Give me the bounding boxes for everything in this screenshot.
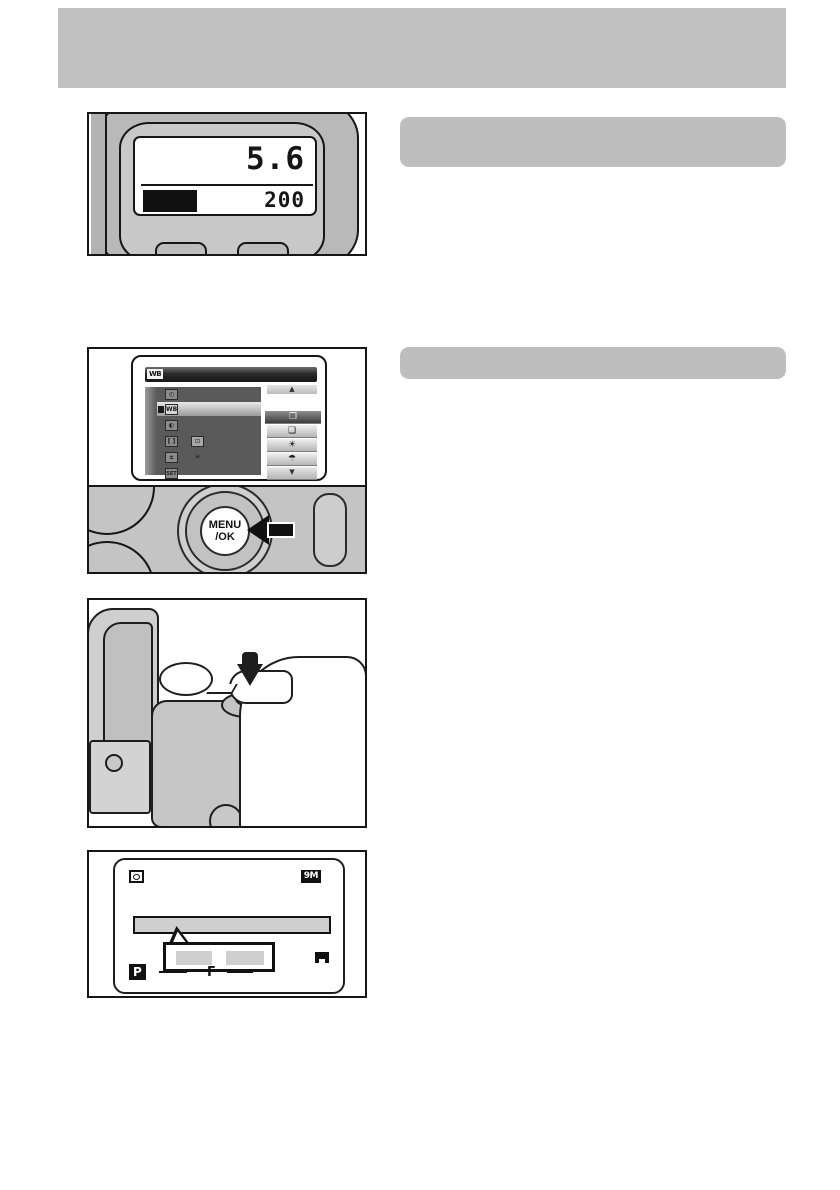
scroll-up-icon[interactable]: ▲ [267, 385, 317, 394]
camera-thumb-grip [313, 493, 347, 567]
setup-icon: SET [165, 468, 178, 479]
spot-metering-icon [129, 870, 144, 883]
custom-wb-icon: ❐ [288, 412, 298, 422]
callout-bubble [159, 662, 213, 696]
camera-left-side-plate [89, 740, 151, 814]
exposure-icon: ◐ [165, 420, 178, 431]
menu-item-af-frame[interactable]: [ ] ⊡ [157, 434, 261, 448]
af-frame-sub-icon: ⊡ [191, 436, 204, 447]
callout-text-b [226, 951, 264, 965]
auto-wb-icon: ❑ [287, 426, 297, 436]
figure-rear-lcd-screen: 9M P F [87, 850, 367, 998]
arrow-head [247, 515, 269, 545]
wb-option-daylight[interactable]: ☀ [267, 439, 317, 452]
menu-item-self-timer[interactable]: ◴ [157, 387, 261, 401]
flash-comp-icon: ± [165, 452, 178, 463]
aperture-value-dashes [227, 971, 253, 973]
lcd-shutter-value: 200 [264, 188, 305, 212]
menu-item-setup[interactable]: SET [157, 466, 261, 480]
flash-comp-sub-icon: ≡ [194, 453, 201, 460]
exposure-mode-badge: P [129, 964, 146, 980]
self-timer-icon: ◴ [165, 389, 178, 400]
lcd-indicator-bar [143, 190, 197, 212]
figure-camera-top-photo [87, 598, 367, 828]
wb-title-badge: WB [147, 369, 164, 379]
menu-ok-label-line2: /OK [215, 531, 235, 543]
arrow-head [237, 664, 263, 686]
paragraph-placeholder-1 [400, 117, 786, 167]
camera-viewfinder-prism-inner [103, 622, 153, 762]
daylight-wb-icon: ☀ [287, 440, 297, 450]
menu-screen-frame: WB ◴ WB ◐ [ ] ⊡ ± [131, 355, 327, 481]
arrow-tail [267, 522, 295, 538]
camera-top-button-right [237, 242, 289, 254]
menu-item-white-balance[interactable]: WB [157, 402, 261, 416]
shutter-value-dashes [159, 971, 187, 973]
shade-wb-icon: ☂ [287, 454, 297, 464]
scroll-down-icon[interactable]: ▼ [267, 468, 317, 477]
callout-text-a [176, 951, 212, 965]
lcd-callout-box [163, 942, 275, 972]
lcd-info-bar [133, 916, 331, 934]
menu-right-column: ▲ ❐ ❑ ☀ ☂ ☲ ▼ [265, 385, 321, 480]
lcd-aperture-value: 5.6 [246, 141, 305, 177]
menu-title-bar: WB [145, 367, 317, 382]
metering-dot [133, 873, 140, 880]
af-frame-icon: [ ] [165, 436, 178, 447]
status-lcd-screen: 5.6 200 [133, 136, 317, 216]
menu-left-column: ◴ WB ◐ [ ] ⊡ ± ≡ SET [157, 387, 261, 479]
figure-menu-ok-button: T W MENU /OK [87, 487, 367, 574]
memory-card-icon [315, 952, 329, 963]
lcd-divider-line [141, 184, 313, 186]
menu-ok-label-line1: MENU [208, 519, 242, 531]
menu-left-shade [145, 387, 159, 475]
white-balance-icon: WB [165, 404, 178, 415]
menu-ok-button[interactable]: MENU /OK [200, 506, 250, 556]
wb-option-auto[interactable]: ❑ [267, 425, 317, 438]
wb-option-custom[interactable]: ❐ [265, 411, 321, 424]
page-header-banner [58, 8, 786, 88]
menu-item-flash-compensation[interactable]: ± ≡ [157, 450, 261, 464]
paragraph-placeholder-2 [400, 347, 786, 379]
aperture-label: F [207, 965, 216, 980]
wb-option-shade[interactable]: ☂ [267, 453, 317, 466]
figure-wb-menu-screen: WB ◴ WB ◐ [ ] ⊡ ± [87, 347, 367, 487]
menu-selection-marker [158, 406, 164, 413]
rear-lcd-frame: 9M P F [113, 858, 345, 994]
menu-item-exposure[interactable]: ◐ [157, 418, 261, 432]
memory-card-notch [319, 959, 325, 963]
camera-left-edge [91, 114, 107, 254]
figure-top-status-lcd: 5.6 200 [87, 112, 367, 256]
image-size-badge: 9M [300, 870, 321, 883]
camera-top-button-left [155, 242, 207, 254]
camera-left-port [105, 754, 123, 772]
down-pointing-arrow-icon [237, 652, 263, 692]
arrow-stem [242, 652, 258, 666]
front-dial[interactable] [209, 804, 243, 826]
